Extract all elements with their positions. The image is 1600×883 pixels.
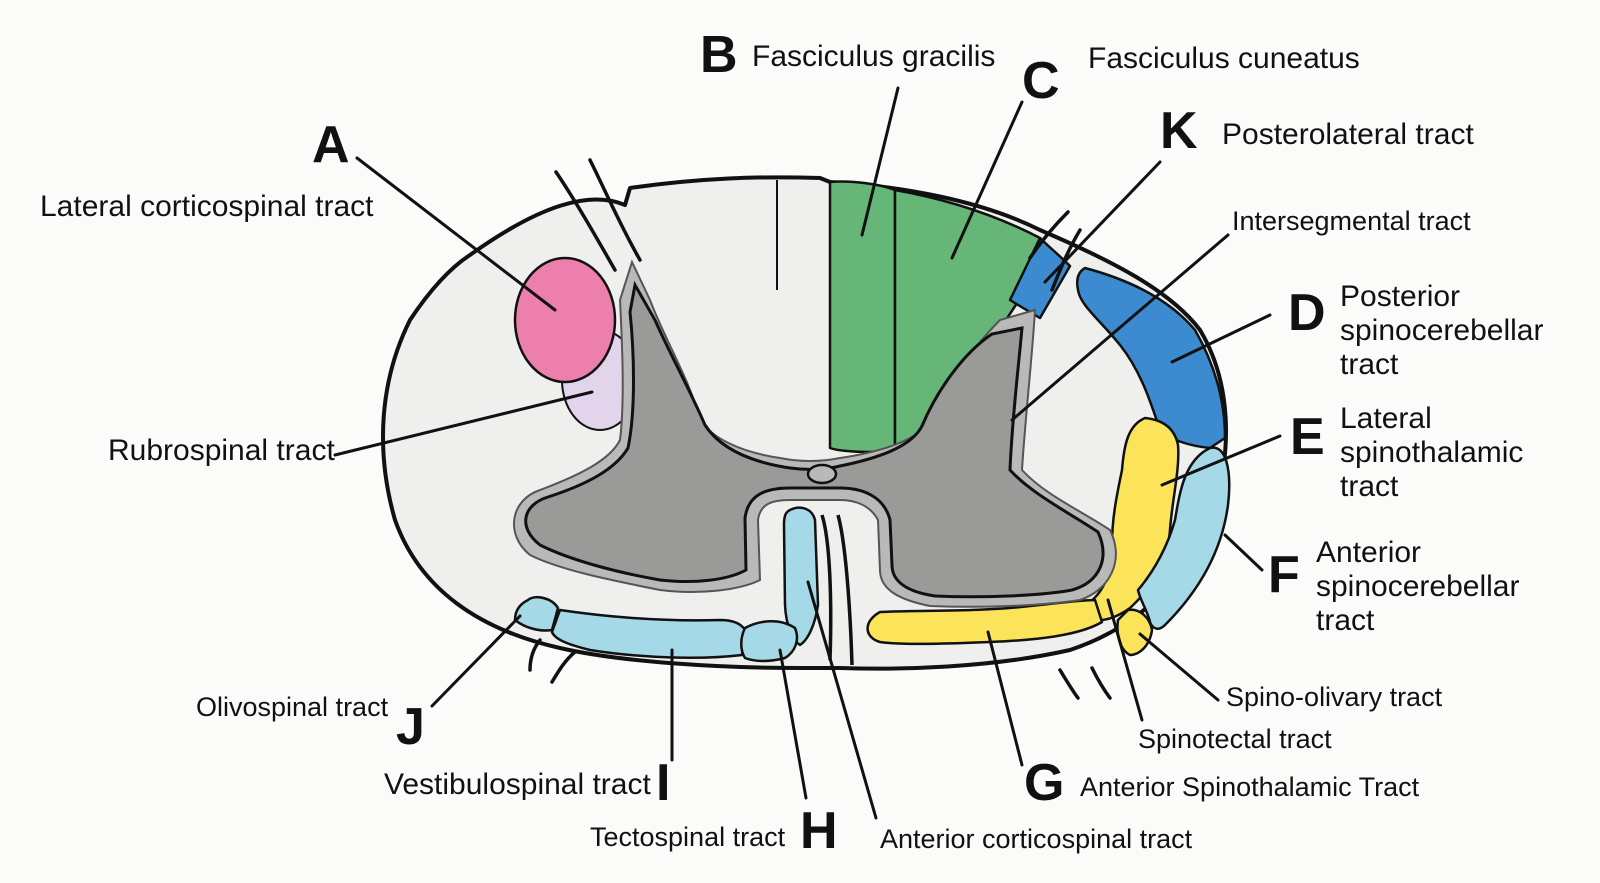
label-name-C: Fasciculus cuneatus [1088,42,1360,75]
label-letter-A: A [312,116,350,174]
olivospinal-region [513,596,560,632]
anterior-spinocerebellar-region [1136,446,1231,630]
label-name-G: Anterior Spinothalamic Tract [1080,772,1420,802]
pointer-H [778,648,808,800]
label-letter-H: H [800,802,838,860]
label-spinotectal: Spinotectal tract [1138,724,1332,754]
pointer-C [950,100,1024,260]
label-letter-C: C [1022,52,1060,110]
central-canal [806,463,838,485]
label-name-A: Lateral corticospinal tract [40,190,374,223]
pointer-A [355,156,557,312]
anterior-median-fissure [820,514,854,666]
ventral-rootlets [528,638,1112,700]
label-name-J: Olivospinal tract [196,692,389,722]
label-name-D-1: Posterior [1340,280,1460,313]
dorsal-rootlets [554,158,1082,292]
label-spino-olivary: Spino-olivary tract [1226,682,1443,712]
label-name-I: Vestibulospinal tract [384,768,651,801]
label-name-B: Fasciculus gracilis [752,40,995,73]
label-intersegmental: Intersegmental tract [1232,206,1471,236]
label-letter-J: J [396,698,425,756]
pointer-spino-olivary [1138,632,1220,702]
label-name-E-3: tract [1340,470,1399,503]
pointer-D [1170,313,1272,364]
vestibulospinal-region [550,608,747,659]
label-letter-B: B [700,26,738,84]
pointer-G [986,630,1024,767]
anterior-corticospinal-region [782,506,820,647]
label-name-E-1: Lateral [1340,402,1432,435]
label-name-D-3: tract [1340,348,1399,381]
posterolateral-tract-region [1008,236,1072,320]
label-letter-G: G [1024,754,1064,812]
label-letter-E: E [1290,408,1325,466]
pointer-intersegmental [1010,233,1230,422]
pointer-F [1223,533,1264,572]
gray-matter [524,280,1105,599]
anterior-spinothalamic-region [866,598,1104,646]
label-name-F-1: Anterior [1316,536,1421,569]
label-name-F-2: spinocerebellar [1316,570,1519,603]
label-letter-F: F [1268,546,1300,604]
fasciculus-gracilis-region [828,180,897,454]
label-anterior-corticospinal: Anterior corticospinal tract [880,824,1193,854]
lateral-corticospinal-region [513,256,617,384]
pointer-spinotectal [1106,598,1144,722]
pointer-anterior-corticospinal [806,580,878,820]
label-letter-D: D [1288,284,1326,342]
label-name-D-2: spinocerebellar [1340,314,1543,347]
label-letter-I: I [656,754,670,812]
tectospinal-region [740,620,799,663]
label-letter-K: K [1160,102,1198,160]
pointer-lines [333,86,1282,820]
label-name-H: Tectospinal tract [590,822,786,852]
pointer-J [430,614,522,708]
label-name-F-3: tract [1316,604,1375,637]
pointer-E [1160,434,1282,487]
pointer-B [860,86,900,237]
label-name-K: Posterolateral tract [1222,118,1474,151]
label-name-E-2: spinothalamic [1340,436,1523,469]
pointer-rubrospinal [333,390,594,457]
pointer-K [1043,160,1162,284]
label-rubrospinal: Rubrospinal tract [108,434,335,467]
